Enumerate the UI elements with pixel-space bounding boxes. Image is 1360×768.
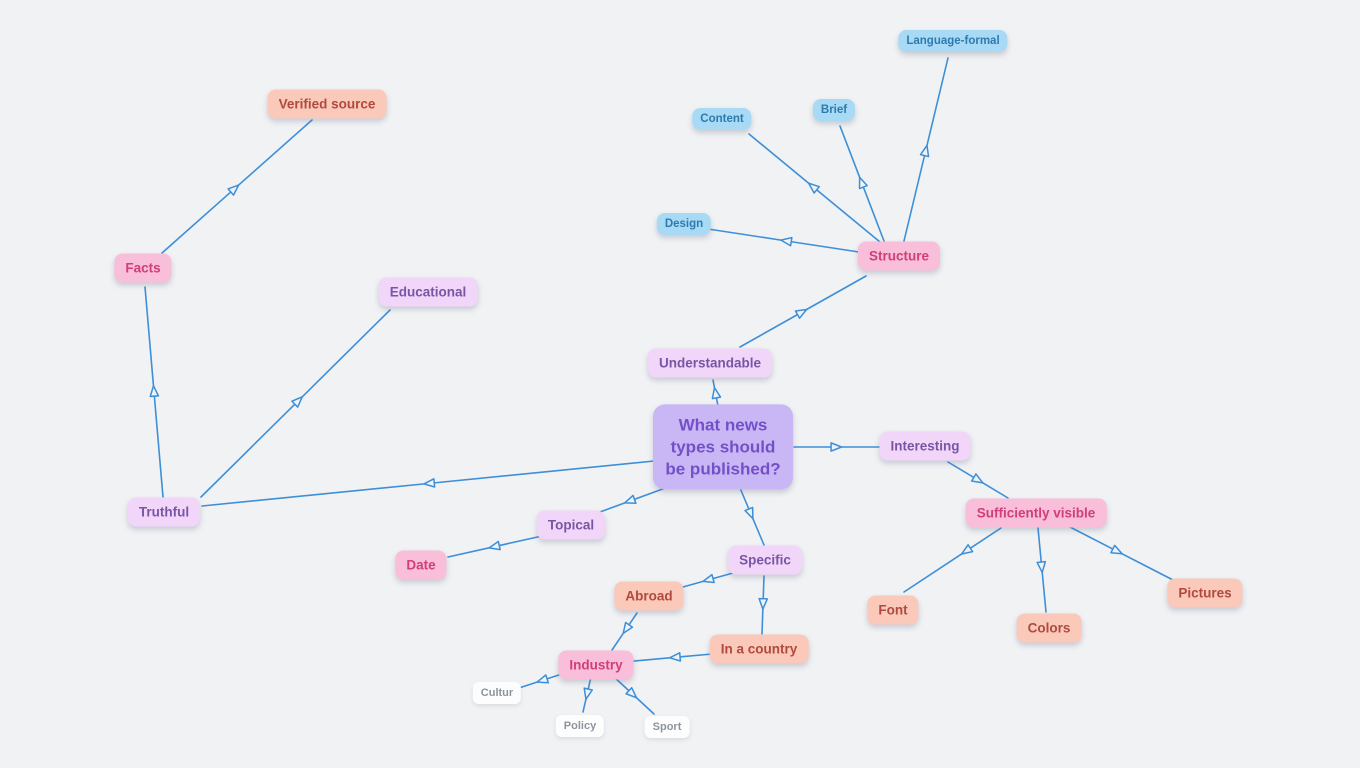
edge-understandable-structure bbox=[739, 275, 867, 348]
node-specific[interactable]: Specific bbox=[728, 545, 802, 575]
edge-center-truthful bbox=[201, 460, 655, 507]
edge-specific-in_a_country bbox=[758, 575, 769, 635]
node-font[interactable]: Font bbox=[867, 595, 919, 625]
edge-structure-brief bbox=[839, 125, 885, 242]
node-pictures[interactable]: Pictures bbox=[1167, 578, 1243, 608]
edge-center-topical bbox=[599, 486, 669, 513]
node-educational[interactable]: Educational bbox=[378, 277, 478, 307]
edge-structure-language_formal bbox=[903, 57, 949, 242]
edge-sufficiently_visible-font bbox=[903, 527, 1002, 593]
node-policy[interactable]: Policy bbox=[555, 715, 605, 737]
node-sufficiently_visible[interactable]: Sufficiently visible bbox=[965, 498, 1107, 528]
edge-structure-content bbox=[748, 133, 881, 243]
edge-industry-sport bbox=[612, 675, 655, 715]
edge-industry-policy bbox=[582, 676, 594, 713]
edge-center-specific bbox=[739, 487, 765, 546]
edge-specific-abroad bbox=[682, 572, 734, 588]
edge-truthful-facts bbox=[144, 286, 164, 498]
node-topical[interactable]: Topical bbox=[536, 510, 606, 540]
edge-sufficiently_visible-pictures bbox=[1069, 526, 1174, 581]
node-date[interactable]: Date bbox=[395, 550, 447, 580]
edge-facts-verified_source bbox=[161, 119, 313, 254]
node-truthful[interactable]: Truthful bbox=[127, 497, 201, 527]
edge-in_a_country-industry bbox=[633, 652, 713, 662]
node-brief[interactable]: Brief bbox=[812, 99, 856, 121]
edge-structure-design bbox=[707, 228, 860, 253]
edge-center-understandable bbox=[711, 379, 722, 407]
node-interesting[interactable]: Interesting bbox=[879, 431, 971, 461]
node-understandable[interactable]: Understandable bbox=[647, 348, 773, 378]
node-colors[interactable]: Colors bbox=[1016, 613, 1082, 643]
node-industry[interactable]: Industry bbox=[558, 650, 634, 680]
node-language_formal[interactable]: Language-formal bbox=[898, 30, 1008, 52]
edge-truthful-educational bbox=[200, 309, 391, 498]
node-facts[interactable]: Facts bbox=[114, 253, 172, 283]
node-verified_source[interactable]: Verified source bbox=[267, 89, 387, 119]
edge-abroad-industry bbox=[611, 612, 638, 651]
edge-interesting-sufficiently_visible bbox=[947, 461, 1009, 499]
node-center[interactable]: What news types should be published? bbox=[653, 404, 793, 490]
edge-topical-date bbox=[447, 535, 543, 558]
edge-industry-cultur bbox=[518, 672, 566, 689]
node-sport[interactable]: Sport bbox=[644, 716, 690, 738]
node-abroad[interactable]: Abroad bbox=[614, 581, 684, 611]
node-content[interactable]: Content bbox=[692, 108, 752, 130]
node-cultur[interactable]: Cultur bbox=[472, 682, 522, 704]
edge-sufficiently_visible-colors bbox=[1036, 527, 1047, 613]
node-structure[interactable]: Structure bbox=[857, 241, 941, 271]
node-in_a_country[interactable]: In a country bbox=[709, 634, 809, 664]
node-design[interactable]: Design bbox=[656, 213, 712, 235]
